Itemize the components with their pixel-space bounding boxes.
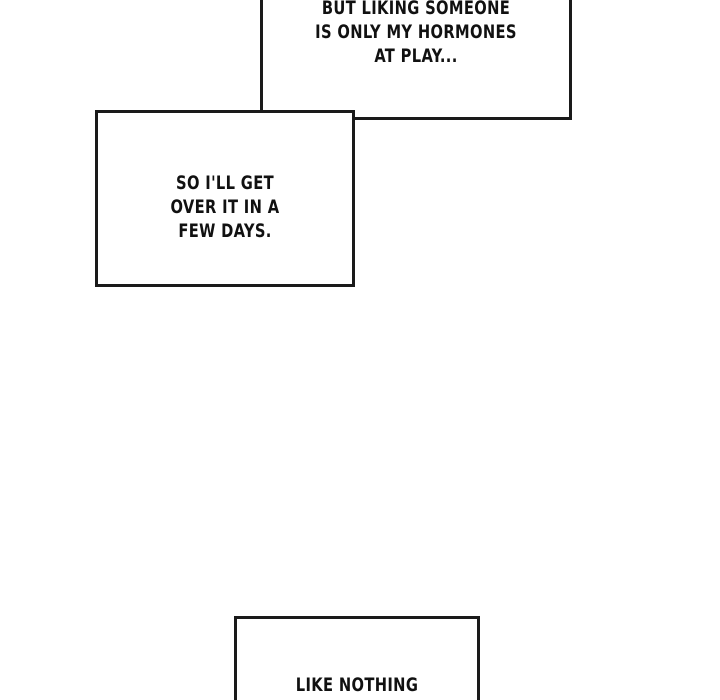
panel-middle-caption: SO I'LL GET OVER IT IN A FEW DAYS. [170, 172, 280, 242]
comic-panel-top: BUT LIKING SOMEONE IS ONLY MY HORMONES A… [260, 0, 572, 120]
comic-panel-bottom: LIKE NOTHING EVER HAPPENED. [234, 616, 480, 700]
comic-panel-middle: SO I'LL GET OVER IT IN A FEW DAYS. [95, 110, 355, 287]
panel-bottom-caption: LIKE NOTHING EVER HAPPENED. [283, 674, 431, 700]
panel-top-caption: BUT LIKING SOMEONE IS ONLY MY HORMONES A… [315, 0, 517, 67]
